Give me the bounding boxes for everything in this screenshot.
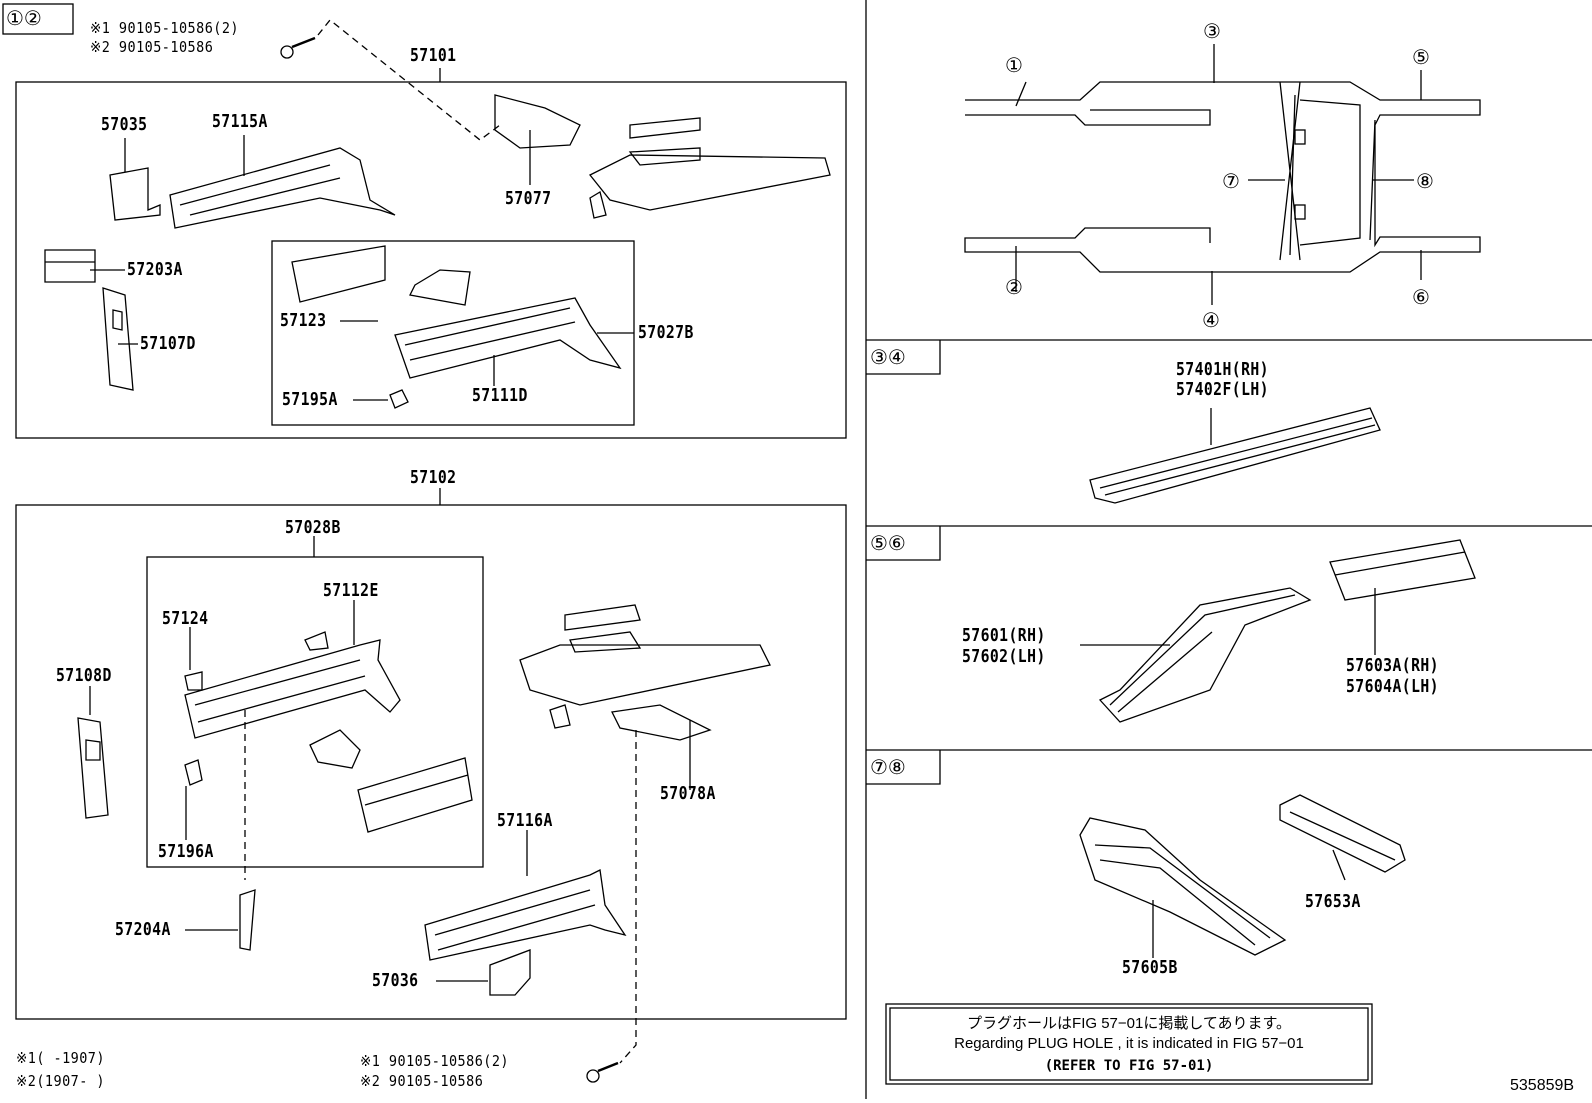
section-tag-56: ⑤⑥ <box>870 531 906 555</box>
group-box-57102 <box>15 504 847 1020</box>
footnote-1: ※1( -1907) <box>16 1049 105 1067</box>
part-label-57402F: 57402F(LH) <box>1176 379 1269 400</box>
overview-marker-1: ① <box>1005 53 1023 77</box>
section-tag-frame-56 <box>866 526 941 561</box>
part-sketches-57101 <box>44 94 831 409</box>
part-label-57028B: 57028B <box>285 517 341 538</box>
part-label-57115A: 57115A <box>212 111 268 132</box>
part-label-57101: 57101 <box>410 45 457 66</box>
part-label-57107D: 57107D <box>140 333 196 354</box>
part-label-57102: 57102 <box>410 467 457 488</box>
part-label-57116A: 57116A <box>497 810 553 831</box>
part-label-57605B: 57605B <box>1122 957 1178 978</box>
section-tag-frame-78 <box>866 750 941 785</box>
section-tag-frame-12 <box>2 3 74 35</box>
part-label-57124: 57124 <box>162 608 209 629</box>
overview-marker-2: ② <box>1005 275 1023 299</box>
diagram-id: 535859B <box>1510 1077 1575 1094</box>
part-label-57111D: 57111D <box>472 385 528 406</box>
part-label-57603A: 57603A(RH) <box>1346 655 1439 676</box>
bolt-bottom-line1: ※1 90105-10586(2) <box>360 1052 510 1070</box>
group-box-57101 <box>15 81 847 439</box>
overview-marker-8: ⑧ <box>1416 169 1434 193</box>
part-label-57078A: 57078A <box>660 783 716 804</box>
section-tag-78: ⑦⑧ <box>870 755 906 779</box>
section-tag-frame-34 <box>866 340 941 375</box>
part-label-57123: 57123 <box>280 310 327 331</box>
overview-marker-7: ⑦ <box>1222 169 1240 193</box>
part-label-57602: 57602(LH) <box>962 646 1046 667</box>
part-label-57108D: 57108D <box>56 665 112 686</box>
overview-marker-4: ④ <box>1202 308 1220 332</box>
overview-marker-5: ⑤ <box>1412 45 1430 69</box>
leader-lines <box>89 68 1376 982</box>
bolt-top-line1: ※1 90105-10586(2) <box>90 19 240 37</box>
dashed-bolt-lines <box>244 19 637 1064</box>
part-label-57653A: 57653A <box>1305 891 1361 912</box>
bolt-top <box>280 36 316 59</box>
note-line-english: Regarding PLUG HOLE , it is indicated in… <box>954 1035 1304 1052</box>
part-label-57601: 57601(RH) <box>962 625 1046 646</box>
bolt-bottom <box>586 1061 619 1083</box>
bolt-bottom-line2: ※2 90105-10586 <box>360 1072 484 1090</box>
part-label-57035: 57035 <box>101 114 148 135</box>
note-line-refer: (REFER TO FIG 57-01) <box>1044 1058 1214 1074</box>
group-box-57028B <box>146 556 484 868</box>
part-label-57036: 57036 <box>372 970 419 991</box>
overview-marker-3: ③ <box>1203 19 1221 43</box>
part-label-57604A: 57604A(LH) <box>1346 676 1439 697</box>
frame-overview <box>964 44 1481 305</box>
part-label-57204A: 57204A <box>115 919 171 940</box>
part-label-57196A: 57196A <box>158 841 214 862</box>
part-sketches-right <box>1079 407 1476 956</box>
footnote-2: ※2(1907- ) <box>16 1072 105 1090</box>
part-label-57203A: 57203A <box>127 259 183 280</box>
part-label-57027B: 57027B <box>638 322 694 343</box>
section-tag-34: ③④ <box>870 345 906 369</box>
part-sketches-57102 <box>77 604 771 996</box>
part-label-57401H: 57401H(RH) <box>1176 359 1269 380</box>
part-label-57195A: 57195A <box>282 389 338 410</box>
part-label-57112E: 57112E <box>323 580 379 601</box>
overview-marker-6: ⑥ <box>1412 285 1430 309</box>
note-line-japanese: プラグホールはFIG 57−01に掲載してあります。 <box>967 1015 1291 1032</box>
note-frame <box>885 1003 1373 1085</box>
bolt-top-line2: ※2 90105-10586 <box>90 38 214 56</box>
part-label-57077: 57077 <box>505 188 552 209</box>
note-frame-inner <box>889 1007 1369 1081</box>
section-tag-12: ①② <box>6 6 42 30</box>
